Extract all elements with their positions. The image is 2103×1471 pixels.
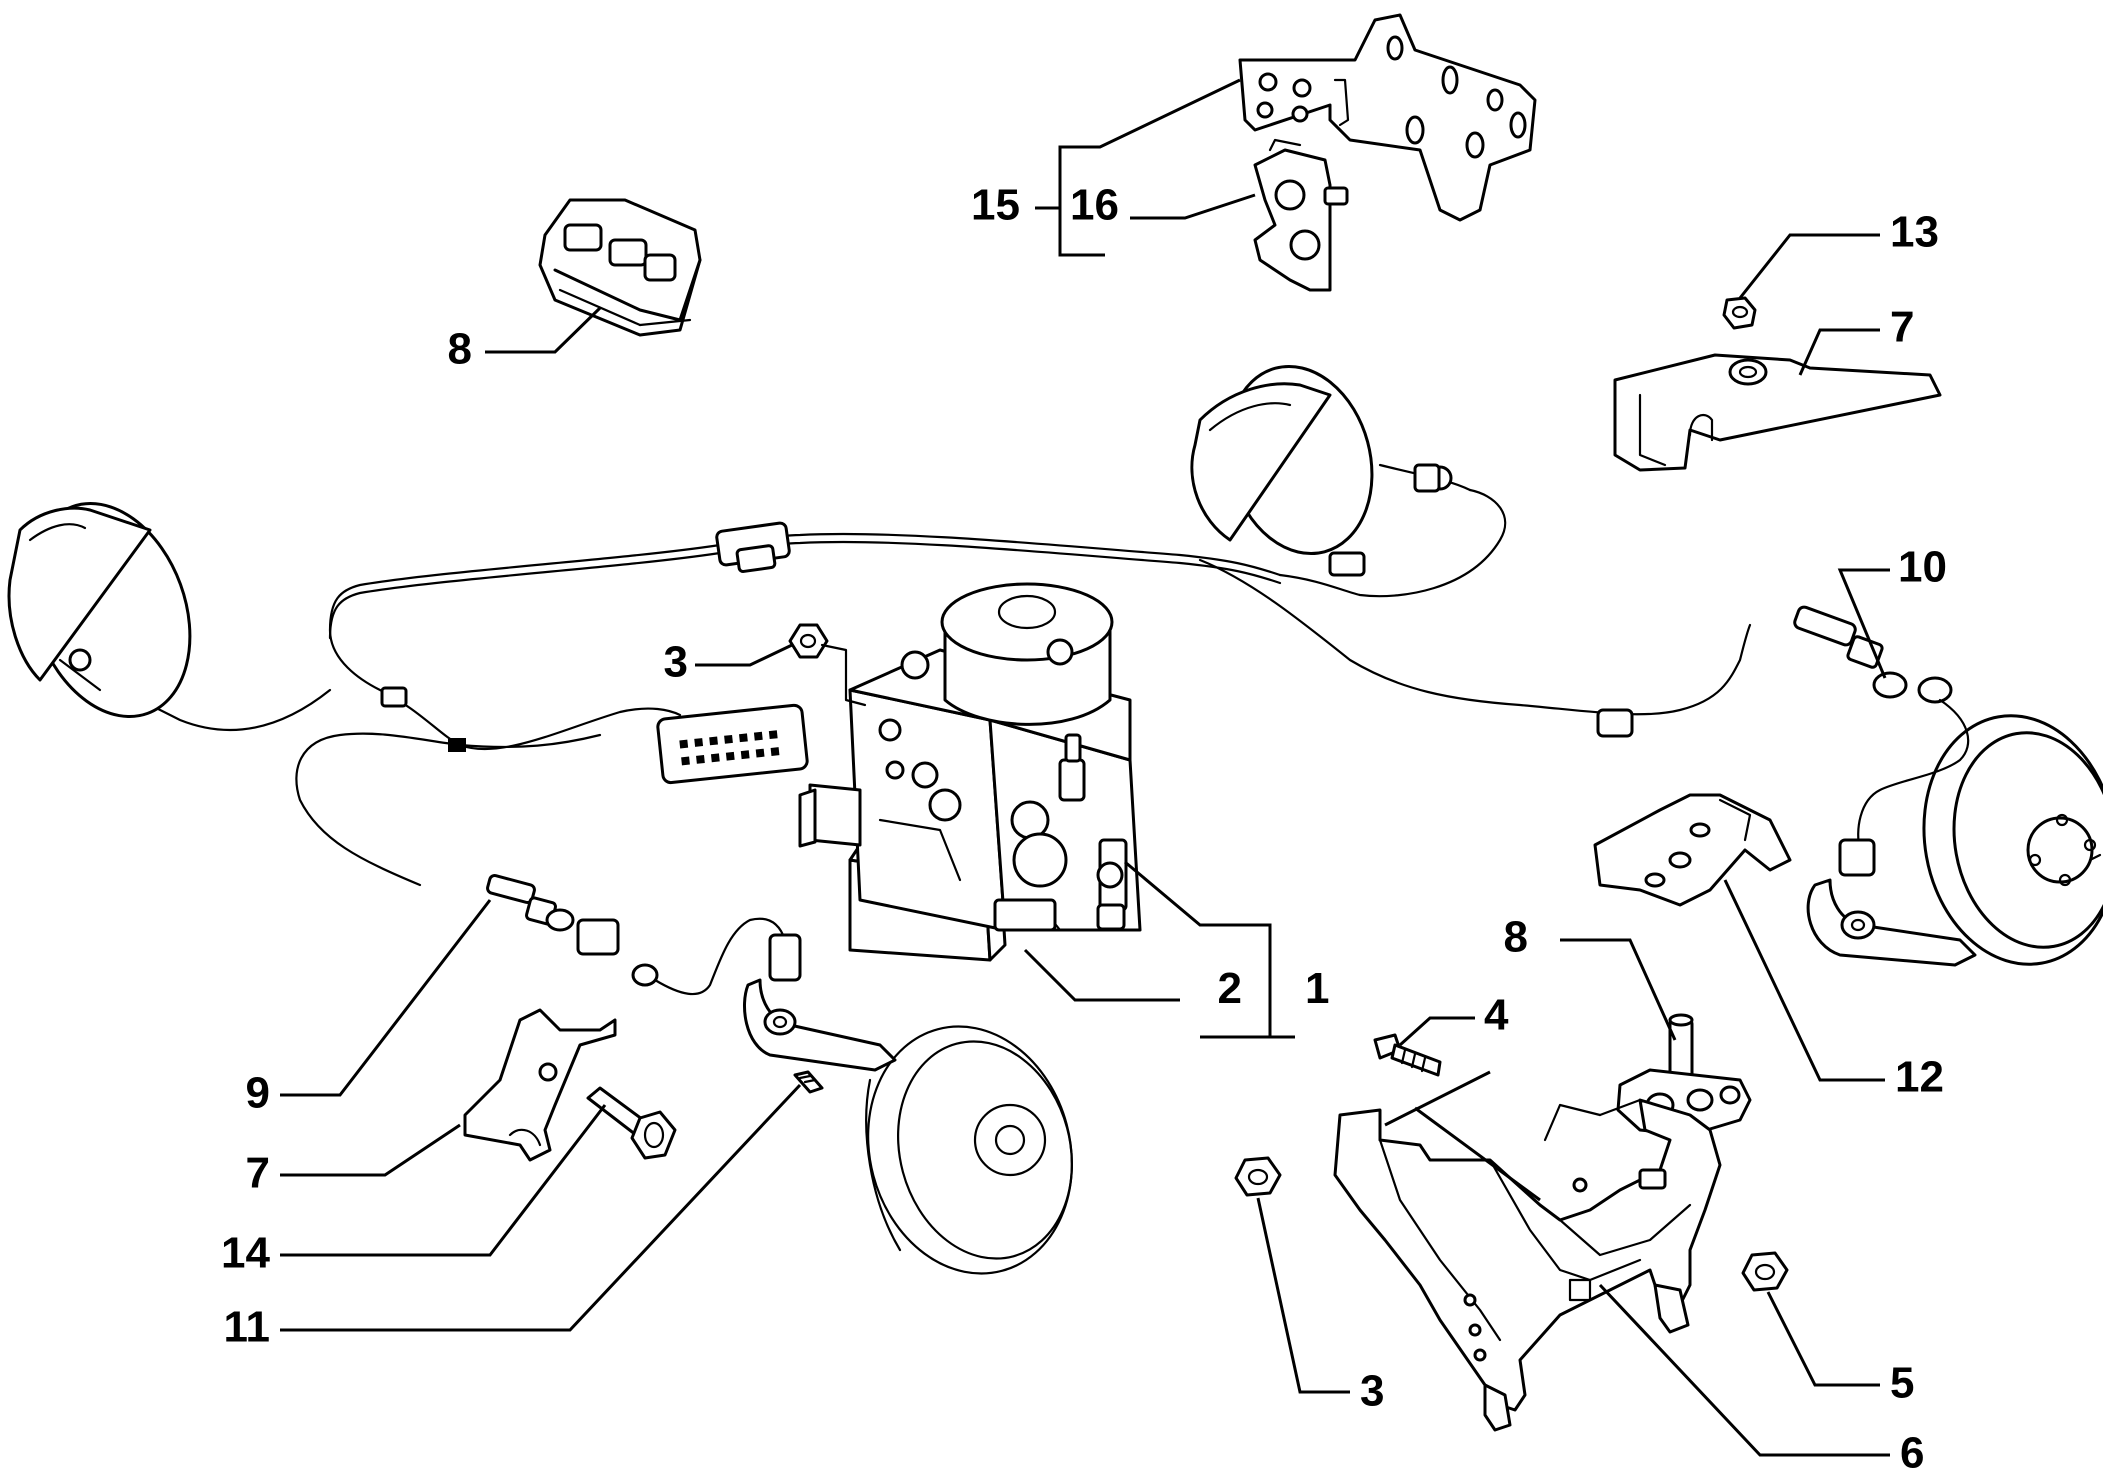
nut-13	[1722, 296, 1757, 330]
callout-1: 1	[1305, 964, 1329, 1013]
callout-3-lower: 3	[1360, 1367, 1384, 1416]
right-wheel-speed-sensor	[1793, 605, 1977, 967]
front-brake-disc	[865, 1025, 1073, 1275]
callout-7-left: 7	[246, 1149, 270, 1198]
callout-11: 11	[223, 1303, 270, 1352]
nut-lower-3	[1234, 1156, 1282, 1197]
callout-13: 13	[1890, 208, 1939, 257]
callout-16: 16	[1070, 181, 1119, 230]
clip-bracket-7	[463, 1008, 617, 1162]
nut-upper	[788, 623, 867, 707]
callout-10: 10	[1898, 543, 1947, 592]
callout-3-upper: 3	[664, 638, 688, 687]
top-center-brake-drum	[1190, 364, 1472, 556]
callout-4: 4	[1484, 991, 1509, 1040]
callout-5: 5	[1890, 1359, 1914, 1408]
callout-6: 6	[1900, 1429, 1924, 1471]
abs-hydraulic-modulator	[798, 582, 1142, 962]
small-sensor-bracket	[1253, 138, 1349, 292]
callout-2: 2	[1218, 964, 1242, 1013]
callout-12: 12	[1895, 1053, 1944, 1102]
left-brake-drum	[7, 501, 192, 719]
leader-lines	[280, 78, 1890, 1457]
callout-8-lower: 8	[1504, 913, 1528, 962]
callout-labels: 1 2 3 3 4 5 6 7 7 8 8 9 10 11 12 13 14 1…	[221, 181, 1947, 1471]
bracket-right-7	[1613, 353, 1942, 472]
mounting-bracket-upper	[1238, 13, 1537, 222]
nut-5	[1741, 1251, 1789, 1292]
bolt-14	[586, 1086, 677, 1160]
ecu-connector-module	[538, 198, 702, 337]
callout-9: 9	[246, 1069, 270, 1118]
connector-pins	[679, 730, 780, 766]
sensor-bracket-12	[1593, 793, 1792, 907]
callout-8-upper: 8	[448, 325, 472, 374]
right-rear-brake-drum	[1922, 714, 2103, 966]
mounting-tray-6	[1333, 1098, 1722, 1432]
callout-15: 15	[971, 181, 1020, 230]
callout-7-right: 7	[1890, 303, 1914, 352]
screw-11	[793, 1070, 824, 1094]
callout-14: 14	[221, 1229, 270, 1278]
screw-4	[1373, 1033, 1442, 1077]
left-wheel-speed-sensor	[486, 873, 897, 1072]
